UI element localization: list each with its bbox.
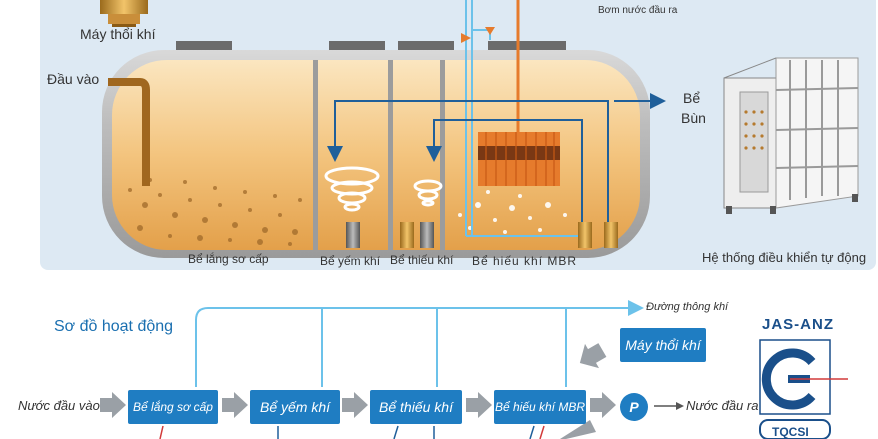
- tank-lid: [488, 41, 566, 51]
- septic-tank-body: [102, 50, 650, 258]
- recirculation-line: [327, 93, 666, 222]
- tank-label-mbr: Bể hiếu khí MBR: [472, 254, 578, 268]
- valve-icon: [461, 27, 495, 43]
- swirl-anoxic-icon: [413, 179, 443, 207]
- mbr-membrane-module: [478, 0, 560, 186]
- stage-mbr-box: Bể hiếu khí MBR: [494, 390, 586, 424]
- output-arrowhead: [676, 402, 684, 410]
- tqcsi-label: TQCSI: [772, 425, 809, 439]
- stage-anaerobic-box: Bể yếm khí: [250, 390, 340, 424]
- blower-machine-icon: [100, 0, 148, 27]
- sludge-label-line2: Bùn: [681, 110, 706, 126]
- tank-lid: [329, 41, 385, 51]
- blower-label: Máy thổi khí: [80, 26, 156, 42]
- outlet-pump-label: Bơm nước đầu ra: [598, 5, 678, 16]
- vent-line: [195, 300, 644, 387]
- output-label: Nước đầu ra: [686, 398, 759, 413]
- tank-lid: [176, 41, 232, 51]
- input-label: Nước đầu vào: [18, 398, 100, 413]
- flow-title: Sơ đồ hoạt động: [54, 318, 174, 335]
- inlet-label: Đầu vào: [47, 71, 100, 87]
- tank-lid: [398, 41, 454, 51]
- vent-label: Đường thông khí: [646, 301, 729, 313]
- control-cabinet-icon: [723, 57, 859, 214]
- jas-anz-logo: [759, 339, 848, 439]
- jas-anz-label: JAS-ANZ: [762, 316, 835, 333]
- blower-box: Máy thổi khí: [620, 328, 706, 362]
- stage-primary-box: Bể lắng sơ cấp: [128, 390, 218, 424]
- control-system-label: Hệ thống điều khiển tự động: [702, 250, 867, 265]
- flow-arrow: [100, 343, 616, 439]
- return-line: [159, 425, 545, 439]
- swirl-anaerobic-icon: [324, 166, 380, 212]
- tank-label-primary: Bể lắng sơ cấp: [188, 252, 269, 266]
- pump-symbol: P: [620, 393, 648, 421]
- diffuser-brass: [400, 222, 618, 248]
- tank-label-anoxic: Bể thiếu khí: [390, 253, 454, 267]
- sludge-label-line1: Bể: [683, 90, 701, 106]
- diffuser-gray: [346, 222, 434, 248]
- inlet-pipe: [108, 78, 150, 186]
- stage-anoxic-box: Bể thiếu khí: [370, 390, 462, 424]
- tank-label-anaerobic: Bể yếm khí: [320, 254, 381, 268]
